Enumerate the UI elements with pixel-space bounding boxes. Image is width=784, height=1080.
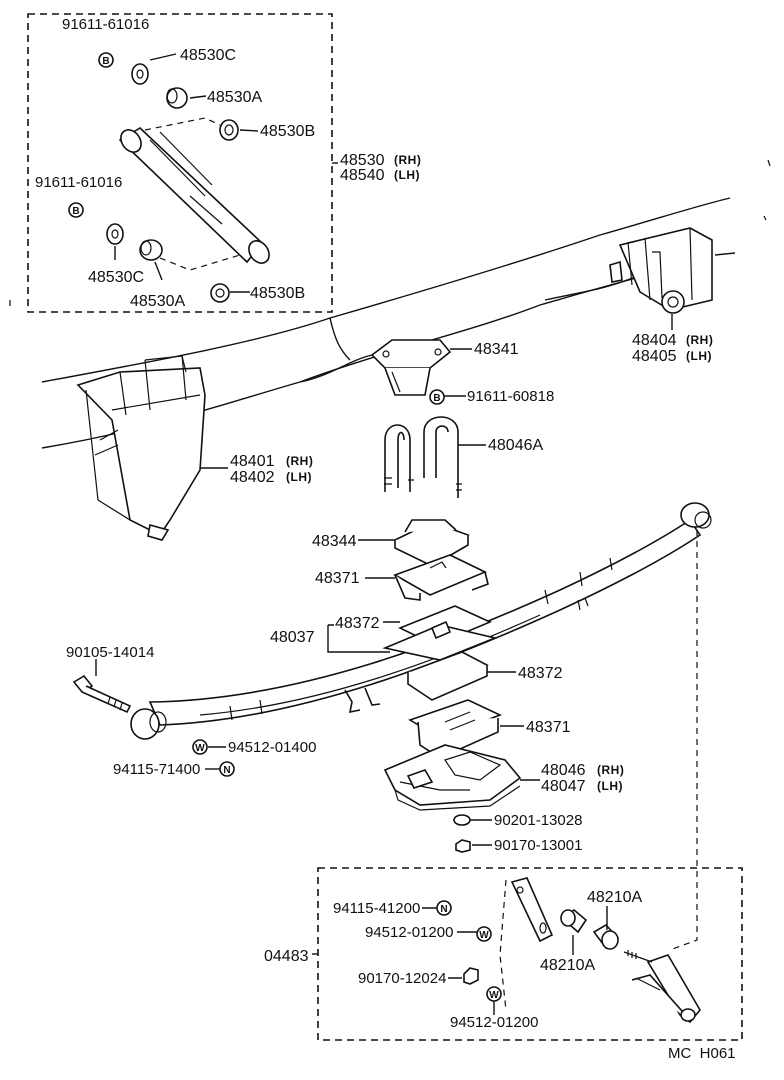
label-rh-48046: (RH) bbox=[597, 763, 624, 777]
shackle-hex-nut bbox=[463, 967, 479, 985]
label-48037: 48037 bbox=[270, 629, 315, 646]
svg-text:W: W bbox=[195, 743, 205, 754]
bushing-48530a-top bbox=[166, 87, 188, 109]
u-bolts: 48046A bbox=[384, 416, 543, 498]
label-48530: 48530 bbox=[340, 152, 385, 169]
shackle-nut-symbol: N bbox=[436, 900, 452, 916]
clip-lower-48372: 48372 bbox=[406, 651, 563, 701]
front-nut: 94115-71400 N bbox=[113, 761, 235, 778]
svg-text:W: W bbox=[489, 990, 499, 1001]
label-rh-48401: (RH) bbox=[286, 454, 313, 468]
shackle-plate bbox=[510, 877, 554, 943]
seat-nut: 90170-13001 bbox=[455, 837, 582, 854]
front-hanger: 48401 (RH) 48402 (LH) bbox=[76, 354, 313, 541]
label-lh-48402: (LH) bbox=[286, 470, 312, 484]
label-90170-12024: 90170-12024 bbox=[358, 970, 446, 987]
label-48046: 48046 bbox=[541, 762, 586, 779]
leaf-spring bbox=[130, 502, 712, 740]
label-rh-48404: (RH) bbox=[686, 333, 713, 347]
label-lh-48405: (LH) bbox=[686, 349, 712, 363]
label-48530a-bottom: 48530A bbox=[130, 293, 185, 310]
bushing-48530c-bottom bbox=[106, 223, 124, 245]
front-washer: W 94512-01400 bbox=[192, 739, 316, 756]
bolt-symbol-bumper: B bbox=[429, 389, 445, 405]
svg-text:B: B bbox=[433, 393, 440, 404]
label-48372-upper: 48372 bbox=[335, 615, 380, 632]
label-90105-14014: 90105-14014 bbox=[66, 644, 154, 661]
label-48540: 48540 bbox=[340, 167, 385, 184]
insulator-set-48037: 48037 bbox=[270, 624, 390, 653]
label-90170-13001: 90170-13001 bbox=[494, 837, 582, 854]
label-48341: 48341 bbox=[474, 341, 519, 358]
label-94512-01200-b: 94512-01200 bbox=[450, 1014, 538, 1031]
label-48530a-top: 48530A bbox=[207, 89, 262, 106]
label-94512-01400: 94512-01400 bbox=[228, 739, 316, 756]
shackle-kit-group: N W W 94115-41200 48210A 94512-01200 044… bbox=[264, 530, 743, 1041]
bumper: 48341 B 91611-60818 bbox=[370, 339, 554, 405]
bushing-48530b-bottom bbox=[210, 283, 230, 303]
label-48046a: 48046A bbox=[488, 437, 543, 454]
label-48402: 48402 bbox=[230, 469, 275, 486]
label-48530c-top: 48530C bbox=[180, 47, 236, 64]
bushing-48530b-top bbox=[219, 119, 239, 141]
clip-upper-48372: 48372 bbox=[335, 605, 498, 661]
svg-text:B: B bbox=[102, 56, 109, 67]
label-48401: 48401 bbox=[230, 453, 275, 470]
label-48530c-bottom: 48530C bbox=[88, 269, 144, 286]
label-48530b-bottom: 48530B bbox=[250, 285, 305, 302]
label-48404: 48404 bbox=[632, 332, 677, 349]
label-lh-48540: (LH) bbox=[394, 168, 420, 182]
rear-bracket: 48404 (RH) 48405 (LH) bbox=[609, 227, 713, 365]
svg-text:B: B bbox=[72, 206, 79, 217]
bolt-symbol-top: B bbox=[98, 52, 114, 68]
label-91611-61016-top: 91611-61016 bbox=[62, 16, 149, 33]
spring-seat: 48046 (RH) 48047 (LH) bbox=[383, 744, 624, 811]
label-48210a-bottom: 48210A bbox=[540, 957, 595, 974]
label-04483: 04483 bbox=[264, 948, 309, 965]
shackle-bushing-2 bbox=[592, 923, 620, 950]
label-48371-lower: 48371 bbox=[526, 719, 571, 736]
svg-text:N: N bbox=[223, 765, 230, 776]
shackle-bushing-1 bbox=[560, 909, 588, 934]
spacer-48344: 48344 bbox=[312, 519, 470, 567]
seat-washer: 90201-13028 bbox=[453, 812, 582, 829]
svg-text:N: N bbox=[440, 904, 447, 915]
shackle-washer-symbol-a: W bbox=[476, 926, 492, 942]
label-94512-01200-a: 94512-01200 bbox=[365, 924, 453, 941]
label-91611-60818: 91611-60818 bbox=[467, 388, 554, 405]
retainer-upper-48371: 48371 bbox=[315, 554, 489, 601]
label-91611-61016-mid: 91611-61016 bbox=[35, 174, 122, 191]
shock-absorber bbox=[118, 127, 270, 264]
front-bolt: 90105-14014 bbox=[66, 644, 154, 714]
label-rh-48530: (RH) bbox=[394, 153, 421, 167]
label-94115-71400: 94115-71400 bbox=[113, 761, 200, 778]
label-48405: 48405 bbox=[632, 348, 677, 365]
svg-text:W: W bbox=[479, 930, 489, 941]
shock-absorber-group: B B 91611-61016 48530C 48530A 48530B 916… bbox=[27, 13, 421, 313]
label-48047: 48047 bbox=[541, 778, 586, 795]
label-48372-lower: 48372 bbox=[518, 665, 563, 682]
shackle-bracket bbox=[623, 950, 701, 1024]
label-48344: 48344 bbox=[312, 533, 357, 550]
label-90201-13028: 90201-13028 bbox=[494, 812, 582, 829]
shackle-washer-symbol-b: W bbox=[486, 986, 502, 1002]
diagram-code: MC H061 bbox=[668, 1045, 736, 1062]
label-48371-upper: 48371 bbox=[315, 570, 360, 587]
label-48210a-top: 48210A bbox=[587, 889, 642, 906]
label-94115-41200: 94115-41200 bbox=[333, 900, 420, 917]
label-lh-48047: (LH) bbox=[597, 779, 623, 793]
bolt-symbol-mid: B bbox=[68, 202, 84, 218]
label-48530b-top: 48530B bbox=[260, 123, 315, 140]
bushing-48530c-top bbox=[131, 63, 149, 85]
bushing-48530a-bottom bbox=[139, 239, 163, 261]
